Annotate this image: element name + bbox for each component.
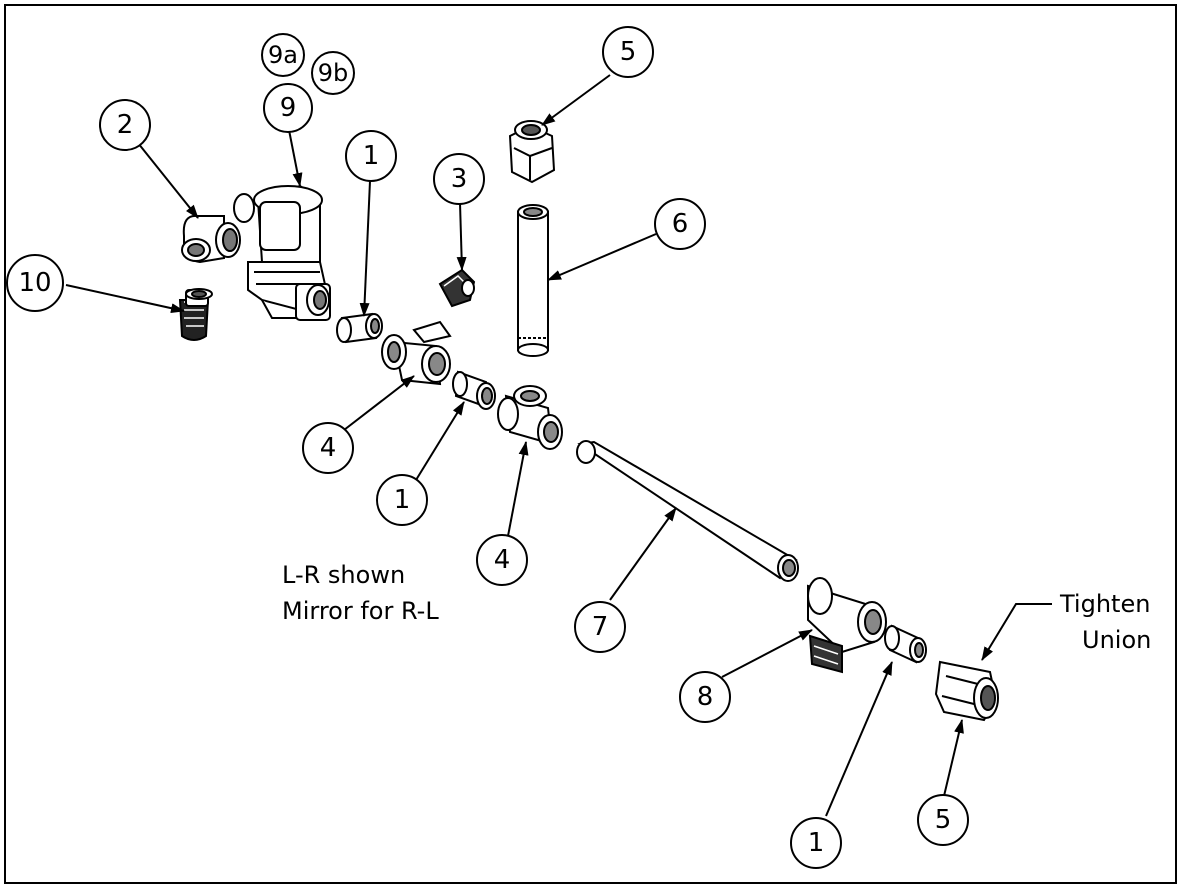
balloon-8 bbox=[679, 671, 731, 723]
balloon-3-label: 3 bbox=[451, 164, 468, 194]
note-mirror-for-rl: Mirror for R-L bbox=[282, 597, 439, 625]
balloon-2 bbox=[99, 99, 151, 151]
note-union: Union bbox=[1082, 626, 1151, 654]
balloon-9-label: 9 bbox=[280, 93, 297, 123]
balloon-4-mid bbox=[476, 534, 528, 586]
balloon-10 bbox=[6, 254, 64, 312]
balloon-9 bbox=[263, 83, 313, 133]
part-7-long-pipe bbox=[576, 440, 799, 582]
part-10-male-adapter bbox=[178, 288, 213, 341]
part-9-solenoid-valve bbox=[233, 184, 331, 321]
balloon-7 bbox=[574, 601, 626, 653]
balloon-7-label: 7 bbox=[592, 612, 609, 642]
leader-10 bbox=[65, 284, 185, 314]
leader-3 bbox=[456, 202, 467, 271]
note-lr-shown: L-R shown bbox=[282, 561, 405, 589]
part-1-nipple-lower bbox=[884, 624, 927, 664]
leader-1-bottom bbox=[825, 661, 893, 817]
leader-7 bbox=[609, 507, 677, 601]
leader-6 bbox=[547, 233, 657, 281]
balloon-6-label: 6 bbox=[672, 209, 689, 239]
drawing-border bbox=[4, 4, 1177, 884]
balloon-1-top bbox=[345, 130, 397, 182]
leader-4-mid bbox=[507, 441, 529, 537]
leader-8 bbox=[721, 629, 813, 678]
balloon-10-label: 10 bbox=[18, 268, 51, 298]
part-6-vertical-pipe bbox=[517, 204, 549, 357]
part-1-nipple-middle bbox=[452, 370, 496, 410]
leader-tighten-union bbox=[981, 603, 1052, 661]
leader-9 bbox=[288, 129, 303, 187]
balloon-9a-label: 9a bbox=[268, 41, 298, 69]
balloon-6 bbox=[654, 198, 706, 250]
leader-5-top bbox=[541, 74, 611, 126]
balloon-3 bbox=[433, 153, 485, 205]
part-3-bushing bbox=[438, 268, 476, 308]
balloon-2-label: 2 bbox=[117, 110, 134, 140]
leader-4-left bbox=[343, 375, 415, 431]
leader-2 bbox=[137, 142, 199, 219]
part-2-elbow bbox=[181, 214, 241, 264]
balloon-1-mid bbox=[376, 474, 428, 526]
leader-1-mid bbox=[415, 401, 465, 481]
part-4-tee-middle bbox=[497, 385, 563, 450]
balloon-8-label: 8 bbox=[697, 682, 714, 712]
part-5-union-top bbox=[508, 120, 556, 184]
leader-5-bottom bbox=[943, 719, 964, 797]
balloon-5-top bbox=[602, 26, 654, 78]
part-8-tee bbox=[807, 577, 887, 674]
balloon-1-mid-label: 1 bbox=[394, 485, 411, 515]
balloon-9a bbox=[261, 33, 305, 77]
leader-1-top bbox=[359, 180, 371, 317]
balloon-5-top-label: 5 bbox=[620, 37, 637, 67]
balloon-9b-label: 9b bbox=[318, 59, 349, 87]
part-5-union-bottom bbox=[934, 660, 999, 722]
note-tighten: Tighten bbox=[1059, 590, 1150, 618]
balloon-1-bottom-label: 1 bbox=[808, 828, 825, 858]
balloon-4-left-label: 4 bbox=[320, 433, 337, 463]
part-1-nipple-upper bbox=[336, 312, 383, 344]
balloon-5-bottom bbox=[917, 794, 969, 846]
balloon-5-bottom-label: 5 bbox=[935, 805, 952, 835]
balloon-4-mid-label: 4 bbox=[494, 545, 511, 575]
balloon-9b bbox=[311, 51, 355, 95]
part-4-tee-left bbox=[381, 320, 452, 386]
balloon-4-left bbox=[302, 422, 354, 474]
balloon-1-top-label: 1 bbox=[363, 141, 380, 171]
balloon-1-bottom bbox=[790, 817, 842, 869]
